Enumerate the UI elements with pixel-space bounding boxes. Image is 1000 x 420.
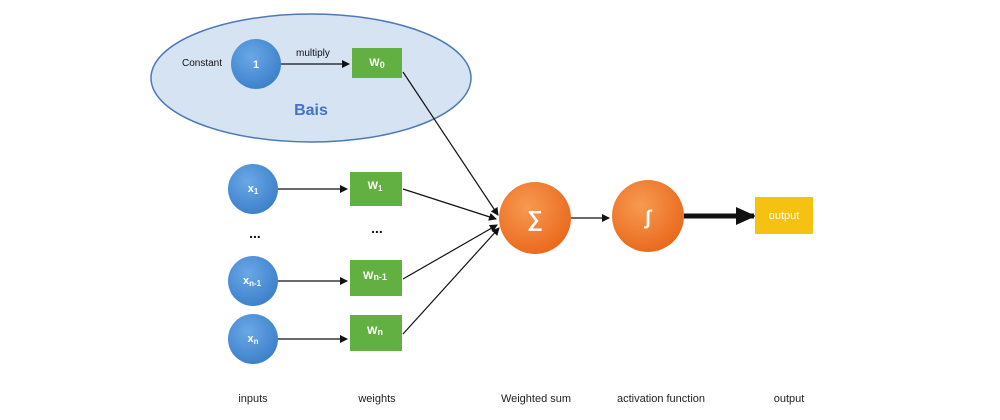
input-label-xn: xn [247,333,258,346]
input-nodes: x1 ... xn-1 xn [228,164,278,364]
bias-group: Bais Constant multiply 1 W0 [150,13,472,143]
caption-weights: weights [357,393,396,405]
output-box-label: output [769,210,800,222]
caption-inputs: inputs [238,393,268,405]
input-node-x1 [228,164,278,214]
input-label-xn-1: xn-1 [243,275,262,288]
w0-to-sum-arrow [402,71,499,216]
weight-label-w1: W1 [368,180,383,193]
weight-box-wn-1 [350,260,402,296]
constant-label: Constant [182,58,222,69]
caption-activation: activation function [617,393,705,405]
constant-node [231,39,281,89]
input-node-xn-1 [228,256,278,306]
weighted-sum-node [499,182,571,254]
bias-label: Bais [294,102,328,119]
input-node-xn [228,314,278,364]
output-box [755,197,813,234]
input-ellipsis: ... [249,225,261,241]
weight-label-w0: W0 [369,57,384,70]
caption-weighted-sum: Weighted sum [501,393,571,405]
input-label-x1: x1 [248,183,259,196]
weight-box-wn [350,315,402,351]
caption-output: output [774,393,805,405]
weight-box-w0 [352,48,402,78]
weight-sum-arrows [402,71,500,335]
activation-node [612,180,684,252]
constant-value: 1 [253,59,259,71]
captions: inputs weights Weighted sum activation f… [238,393,804,405]
weight-ellipsis: ... [371,220,383,236]
multiply-label: multiply [296,48,330,59]
weight-box-w1 [350,172,402,206]
sum-symbol: ∑ [527,206,543,231]
w1-to-sum-arrow [402,188,497,221]
activation-symbol: ∫ [643,207,652,229]
bias-ellipse [150,13,472,143]
weight-boxes: W1 ... Wn-1 Wn [350,172,402,351]
weight-label-wn-1: Wn-1 [363,270,387,282]
wn-to-sum-arrow [402,227,500,335]
wn-1-to-sum-arrow [402,224,498,280]
input-weight-arrows [278,185,348,343]
weight-label-wn: Wn [367,325,383,337]
